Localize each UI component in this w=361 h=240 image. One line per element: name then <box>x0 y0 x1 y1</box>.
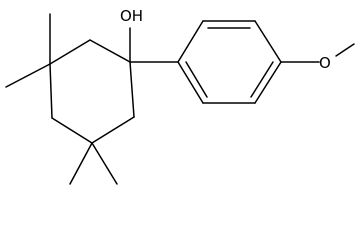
benzene-bond-1 <box>177 20 204 63</box>
ring-bond-c1-c2 <box>89 39 131 63</box>
benzene-double-bond-left <box>185 61 208 98</box>
ring-bond-c5-c6 <box>91 116 135 144</box>
methyl-bond-c5-lower-right <box>91 142 118 185</box>
methyl-bond-c5-lower-left <box>69 142 93 185</box>
molecule-drawing: OH O <box>5 7 355 185</box>
methoxy-oxygen-label: O <box>319 54 331 72</box>
benzene-double-bond-right <box>250 61 274 98</box>
methyl-groups <box>5 13 118 185</box>
benzene-ring <box>177 20 282 104</box>
ring-bond-c2-c3 <box>49 39 91 65</box>
methyl-bond-c3-left <box>5 63 51 88</box>
ring-bond-c4-c5 <box>51 117 93 144</box>
methoxy-methyl-bond <box>335 43 355 57</box>
structure-canvas: OH O <box>5 7 355 185</box>
ring-bond-c3-c4 <box>49 63 53 119</box>
benzene-bond-4 <box>254 61 282 104</box>
cyclohexane-ring <box>49 39 135 144</box>
benzene-bond-3 <box>254 20 282 63</box>
hydroxyl-label: OH <box>120 7 143 25</box>
benzene-bond-6 <box>177 61 204 104</box>
ring-bond-c6-c1 <box>129 61 135 118</box>
